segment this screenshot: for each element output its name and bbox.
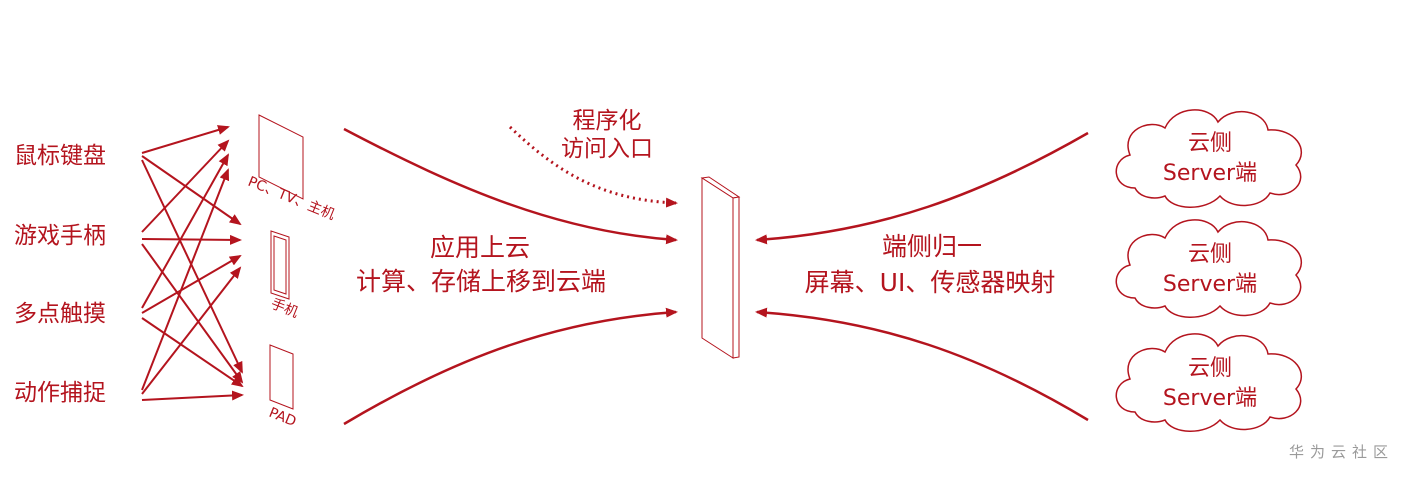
curve-right-top (755, 131, 1089, 245)
curve-left-bottom (343, 307, 678, 426)
terminal-unify-subtitle: 屏幕、UI、传感器映射 (805, 268, 1056, 297)
input-label-gamepad: 游戏手柄 (14, 223, 106, 249)
arrow-multitouch-pc (141, 153, 229, 309)
pad-icon (269, 344, 294, 410)
device-label-pad: PAD (267, 405, 299, 430)
device-label-pc: PC、TV、主机 (246, 174, 338, 223)
panel-side-face (732, 196, 740, 359)
program-access-line1: 程序化 (573, 108, 642, 134)
arrow-keyboard-pc (141, 125, 230, 154)
input-label-multitouch: 多点触摸 (14, 301, 106, 327)
arrow-multitouch-phone (141, 254, 242, 314)
program-access-line2: 访问入口 (561, 136, 653, 162)
cloud-app-subtitle: 计算、存储上移到云端 (356, 267, 606, 296)
arrow-gamepad-pad (141, 243, 244, 384)
devices (258, 114, 304, 410)
phone-icon (270, 230, 290, 300)
panel-front-face (701, 177, 734, 359)
arrow-motion-phone (141, 266, 242, 395)
arrow-gamepad-pc (141, 139, 230, 233)
converge-curves-left (343, 127, 678, 426)
cloud-server-2: 云侧 Server端 (1115, 219, 1302, 318)
pc-tv-console-icon (258, 114, 304, 200)
cloud-icon (1115, 219, 1302, 318)
arrow-gamepad-phone (141, 234, 242, 245)
arrow-keyboard-phone (141, 155, 242, 226)
phone-icon-inner (273, 235, 287, 295)
curve-left-top (343, 127, 678, 245)
cloud-server-3: 云侧 Server端 (1115, 333, 1302, 432)
cloud-label-line1: 云侧 (1188, 356, 1232, 381)
arrow-motion-pad (141, 390, 244, 401)
arrow-motion-pc (141, 168, 230, 391)
cloud-label-line2: Server端 (1163, 272, 1257, 297)
cloud-label-line2: Server端 (1163, 386, 1257, 411)
cloud-icon (1115, 109, 1302, 208)
input-label-motion-capture: 动作捕捉 (14, 380, 106, 406)
cloud-app-title: 应用上云 (430, 233, 530, 262)
cloud-label-line1: 云侧 (1188, 131, 1232, 156)
cloud-label-line1: 云侧 (1188, 242, 1232, 267)
converge-curves-right (755, 131, 1089, 422)
arrow-multitouch-pad (141, 317, 244, 388)
terminal-unify-title: 端侧归一 (882, 232, 982, 261)
cloud-icon (1115, 333, 1302, 432)
watermark: 华为云社区 (1288, 443, 1394, 461)
arrow-keyboard-pad (141, 159, 243, 374)
curve-right-bottom (755, 307, 1089, 422)
device-label-phone: 手机 (269, 296, 301, 321)
cloud-label-line2: Server端 (1163, 161, 1257, 186)
input-label-keyboard-mouse: 鼠标键盘 (14, 143, 106, 169)
cloud-server-1: 云侧 Server端 (1115, 109, 1302, 208)
input-arrows (141, 125, 244, 401)
center-screen-panel (700, 176, 741, 359)
